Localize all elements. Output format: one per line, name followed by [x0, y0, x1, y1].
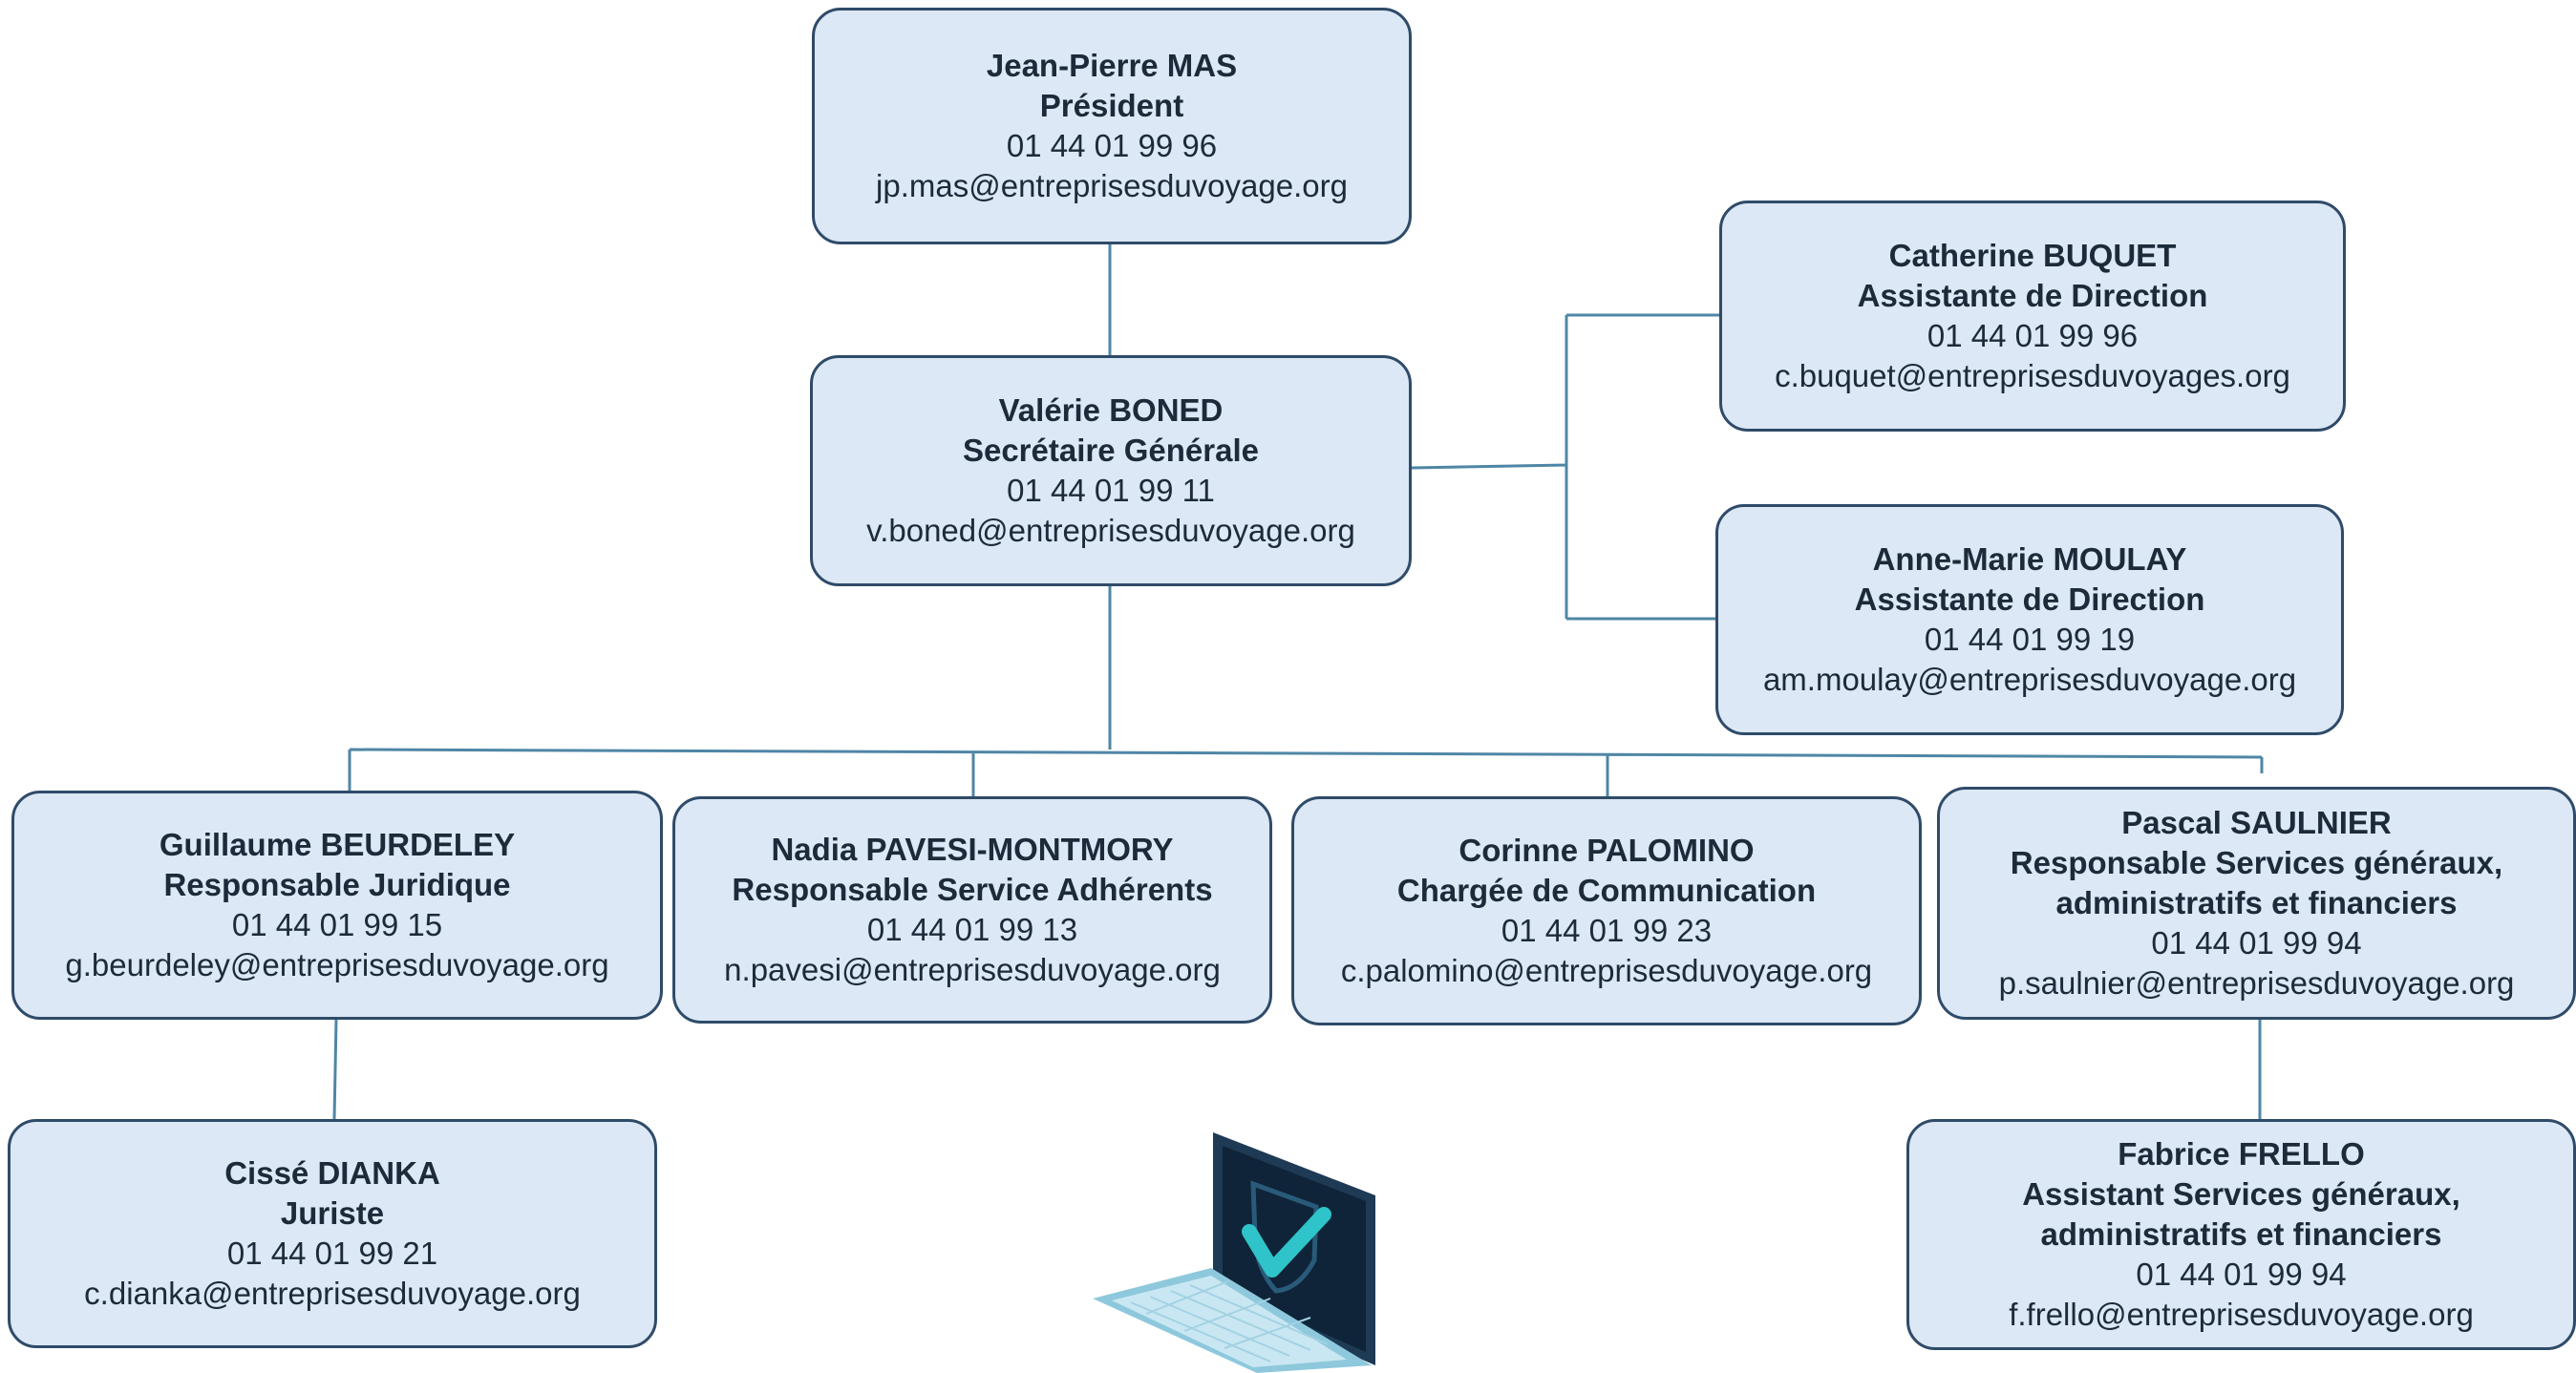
node-role: administratifs et financiers	[2055, 885, 2458, 920]
node-general-services-assistant: Fabrice FRELLO Assistant Services généra…	[1906, 1119, 2576, 1350]
node-phone: 01 44 01 99 23	[1501, 913, 1713, 948]
node-email: v.boned@entreprisesduvoyage.org	[866, 513, 1355, 548]
node-email: c.dianka@entreprisesduvoyage.org	[84, 1276, 581, 1311]
node-email: jp.mas@entreprisesduvoyage.org	[876, 168, 1348, 203]
node-role: Responsable Service Adhérents	[732, 872, 1213, 907]
node-name: Corinne PALOMINO	[1458, 833, 1755, 868]
node-name: Anne-Marie MOULAY	[1872, 541, 2187, 577]
node-assistant-buquet: Catherine BUQUET Assistante de Direction…	[1719, 201, 2346, 432]
node-general-services: Pascal SAULNIER Responsable Services gén…	[1937, 787, 2576, 1020]
node-legal: Guillaume BEURDELEY Responsable Juridiqu…	[11, 791, 663, 1020]
node-email: am.moulay@entreprisesduvoyage.org	[1762, 662, 2297, 697]
node-phone: 01 44 01 99 96	[1927, 318, 2139, 353]
node-phone: 01 44 01 99 96	[1006, 128, 1218, 163]
node-communication: Corinne PALOMINO Chargée de Communicatio…	[1291, 796, 1922, 1025]
node-email: f.frello@entreprisesduvoyage.org	[2009, 1297, 2474, 1332]
node-email: c.buquet@entreprisesduvoyages.org	[1775, 358, 2290, 393]
node-phone: 01 44 01 99 11	[1007, 473, 1215, 508]
node-assistant-moulay: Anne-Marie MOULAY Assistante de Directio…	[1715, 504, 2344, 735]
node-phone: 01 44 01 99 21	[226, 1236, 438, 1271]
node-president: Jean-Pierre MAS Président 01 44 01 99 96…	[812, 8, 1412, 244]
node-email: n.pavesi@entreprisesduvoyage.org	[724, 952, 1221, 987]
connector-secretary-departments	[348, 585, 2264, 798]
node-name: Cissé DIANKA	[224, 1155, 440, 1191]
connector-secretary-assistants	[1411, 313, 1719, 621]
node-jurist: Cissé DIANKA Juriste 01 44 01 99 21 c.di…	[8, 1119, 657, 1348]
node-name: Valérie BONED	[998, 392, 1224, 428]
node-role: Responsable Juridique	[163, 867, 511, 902]
node-phone: 01 44 01 99 94	[2136, 1257, 2347, 1292]
node-name: Catherine BUQUET	[1888, 238, 2177, 273]
node-secretary-general: Valérie BONED Secrétaire Générale 01 44 …	[810, 355, 1412, 586]
node-phone: 01 44 01 99 15	[231, 907, 443, 942]
node-name: Fabrice FRELLO	[2118, 1136, 2365, 1172]
node-email: g.beurdeley@entreprisesduvoyage.org	[65, 947, 609, 982]
node-role: Juriste	[280, 1195, 385, 1231]
connector-legal-jurist	[332, 1018, 338, 1120]
node-role: Assistant Services généraux,	[2022, 1176, 2460, 1212]
node-name: Jean-Pierre MAS	[986, 48, 1238, 83]
node-email: c.palomino@entreprisesduvoyage.org	[1340, 953, 1873, 988]
node-phone: 01 44 01 99 13	[866, 912, 1078, 947]
laptop-with-shield-checkmark-icon	[1093, 1132, 1375, 1373]
node-role: Responsable Services généraux,	[2010, 845, 2503, 880]
node-role: Chargée de Communication	[1396, 873, 1817, 908]
node-role: Assistante de Direction	[1857, 278, 2208, 313]
node-name: Guillaume BEURDELEY	[159, 827, 516, 862]
node-role: Président	[1039, 88, 1184, 123]
node-phone: 01 44 01 99 94	[2151, 925, 2362, 961]
node-email: p.saulnier@entreprisesduvoyage.org	[1998, 965, 2515, 1001]
node-name: Nadia PAVESI-MONTMORY	[771, 832, 1174, 867]
node-role: administratifs et financiers	[2040, 1216, 2442, 1252]
node-members: Nadia PAVESI-MONTMORY Responsable Servic…	[672, 796, 1272, 1024]
node-name: Pascal SAULNIER	[2121, 805, 2392, 840]
node-role: Assistante de Direction	[1854, 581, 2205, 617]
node-phone: 01 44 01 99 19	[1924, 622, 2136, 657]
node-role: Secrétaire Générale	[962, 433, 1260, 468]
